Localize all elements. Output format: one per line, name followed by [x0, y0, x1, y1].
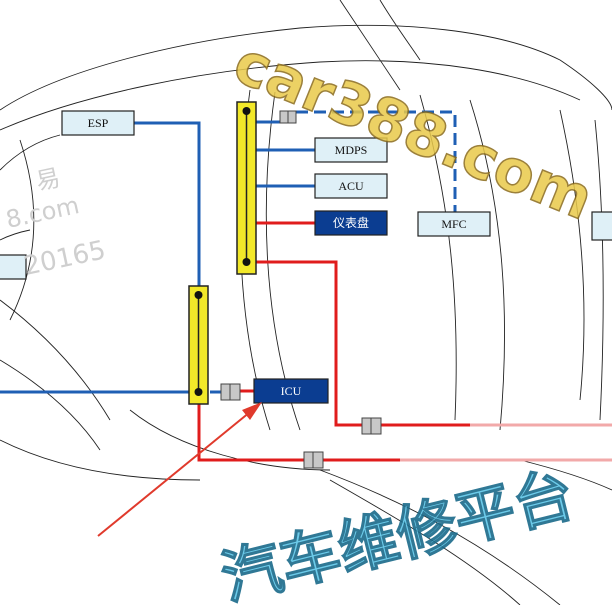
mfc-module: MFC [417, 211, 491, 237]
junction-block-upper [236, 101, 257, 275]
junction-block-lower [188, 285, 209, 405]
acu-label: ACU [338, 179, 364, 193]
esp-module: ESP [61, 110, 135, 136]
mfc-label: MFC [441, 217, 466, 231]
blue-dashed-bus [296, 110, 457, 212]
mdps-module: MDPS [314, 137, 388, 163]
icu-label: ICU [281, 384, 302, 398]
pointer-arrow [97, 402, 262, 537]
acu-module: ACU [314, 173, 388, 199]
partial-module-left [0, 254, 27, 280]
esp-label: ESP [88, 116, 109, 130]
svg-text:易: 易 [33, 163, 62, 195]
cluster-module: 仪表盘 [314, 210, 388, 236]
svg-text:汽车维修平台: 汽车维修平台 [215, 460, 581, 605]
mdps-label: MDPS [335, 143, 368, 157]
svg-text:car388.com: car388.com [225, 28, 603, 233]
icu-module: ICU [253, 378, 329, 404]
red-faded-lines [400, 423, 612, 462]
cluster-label: 仪表盘 [333, 215, 369, 230]
watermark-banner: 汽车维修平台 [214, 459, 581, 605]
blue-bus-lines [0, 120, 315, 394]
red-power-lines [197, 221, 470, 462]
watermark-site: car388.com [224, 27, 603, 234]
svg-text:20165: 20165 [21, 235, 108, 282]
watermark-side: 易 8.com 20165 [3, 163, 108, 281]
svg-text:8.com: 8.com [3, 191, 81, 234]
partial-module-right [591, 211, 612, 241]
